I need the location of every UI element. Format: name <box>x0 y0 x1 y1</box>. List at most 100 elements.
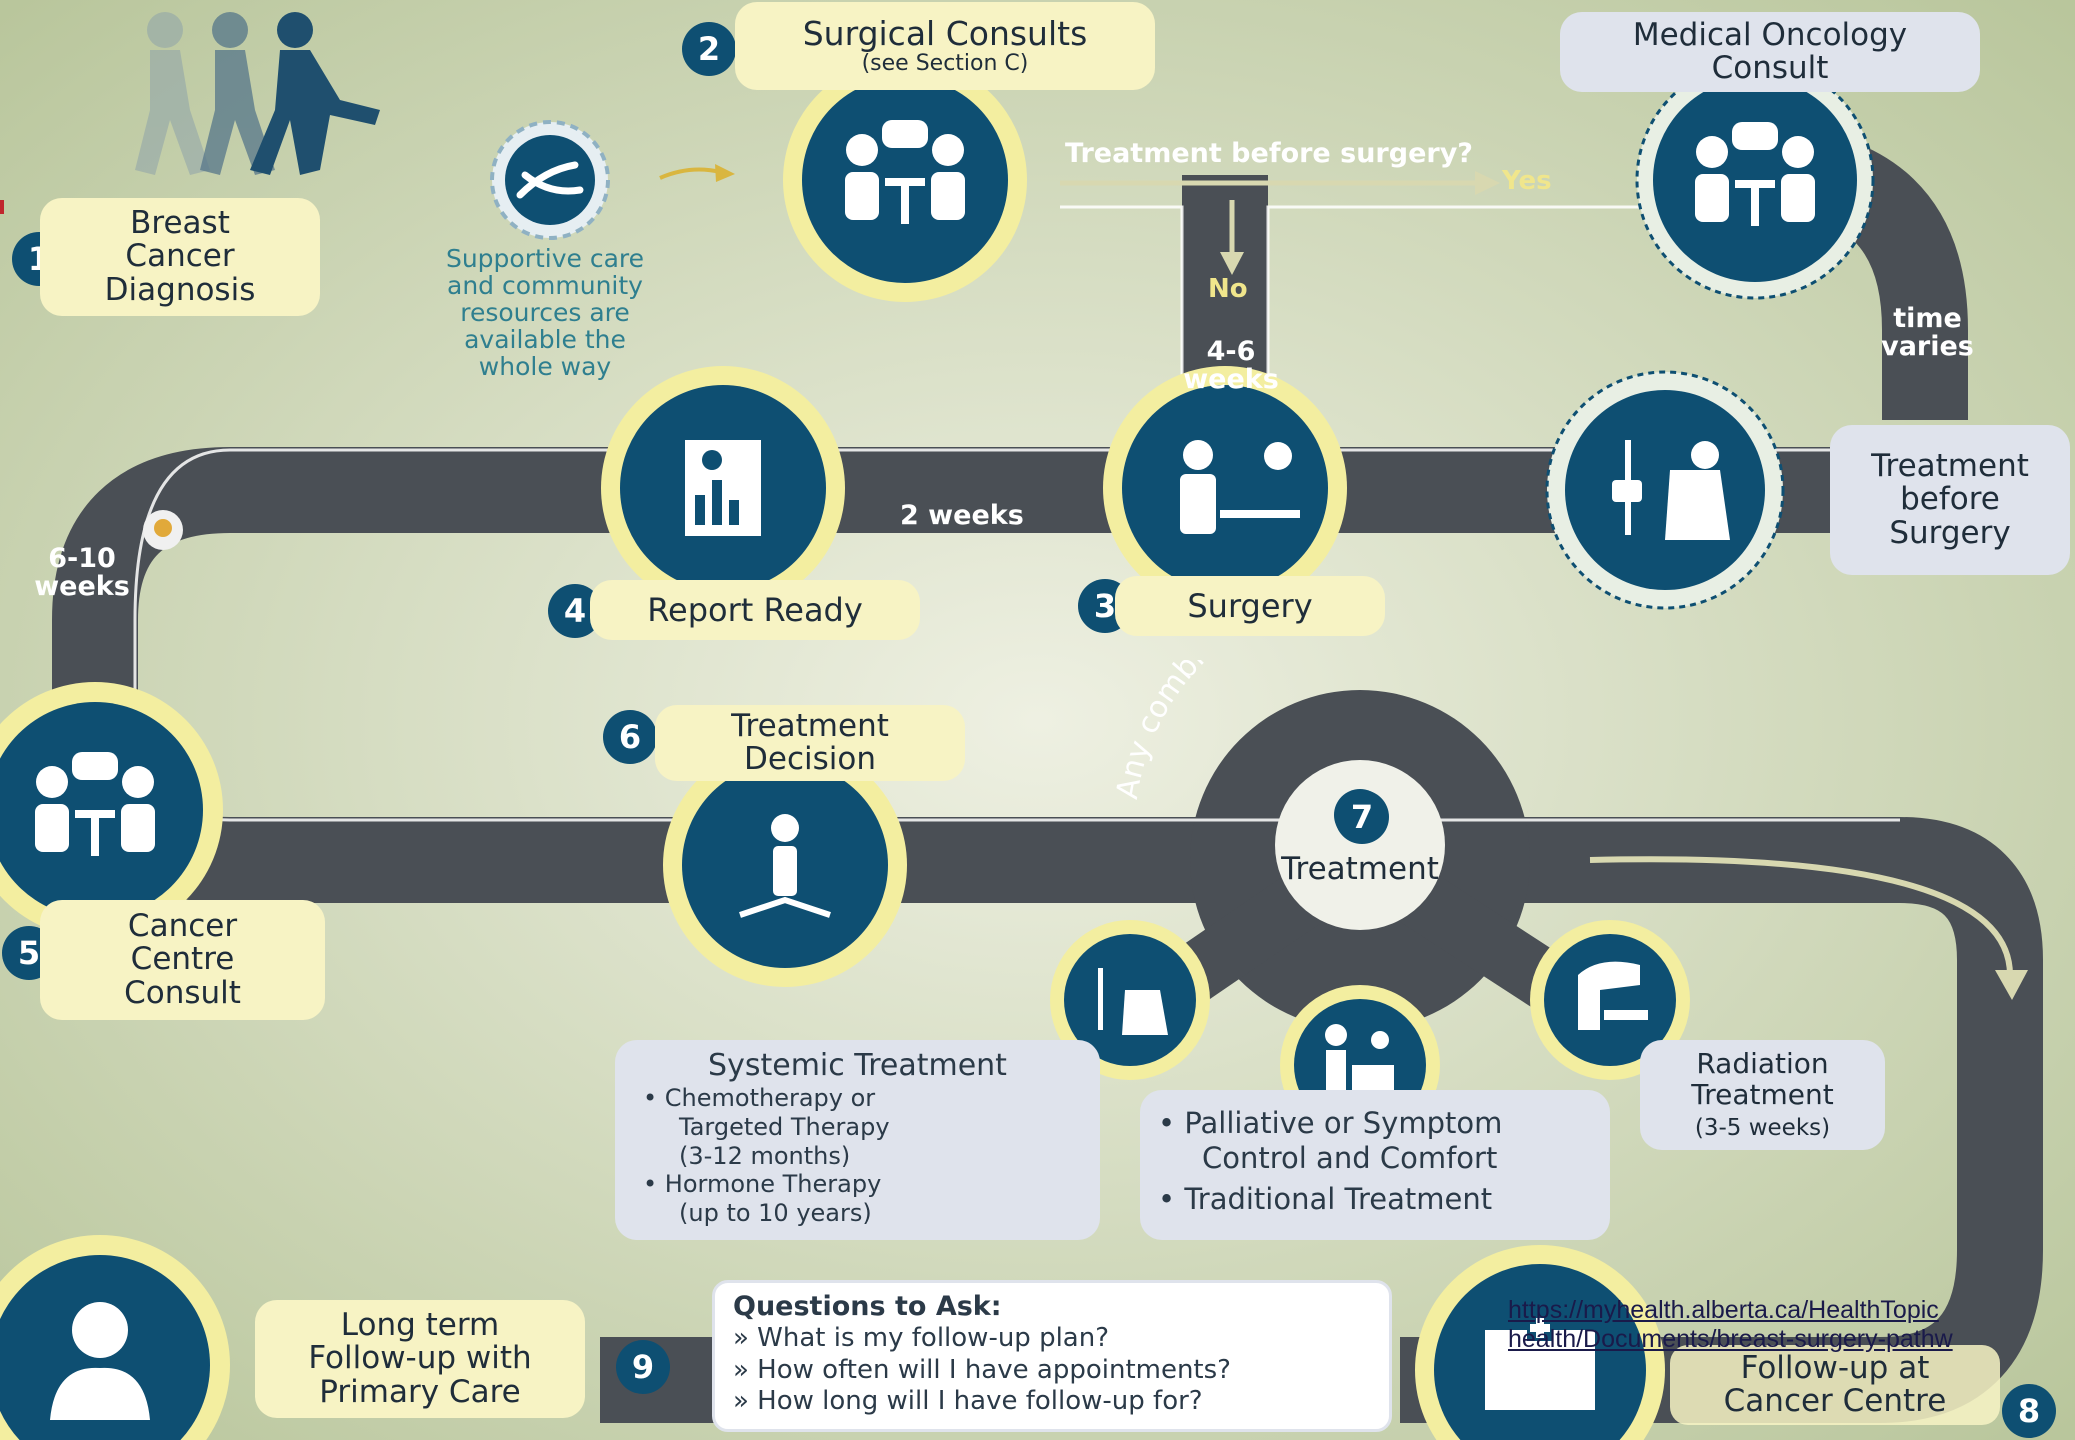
supportive-line2: and community <box>447 271 643 300</box>
yes-label: Yes <box>1502 166 1552 196</box>
question-label: Treatment before surgery? <box>1065 138 1473 169</box>
edge-mark <box>0 200 4 214</box>
w46-line2: weeks <box>1183 364 1279 396</box>
palliative-item2: • Traditional Treatment <box>1158 1181 1493 1216</box>
combination-text: Any combination is possible <box>1110 660 1455 802</box>
s6-line2: Decision <box>744 741 876 777</box>
primary-care-icon <box>0 1235 230 1440</box>
s8-line1: Follow-up at <box>1740 1349 1930 1386</box>
time-varies-label: time varies <box>1880 303 1975 363</box>
arrow-flow <box>1589 856 2013 976</box>
radiation-line1: Radiation <box>1696 1047 1829 1081</box>
s2-title: Surgical Consults <box>802 14 1088 54</box>
arrow-supportive <box>659 167 721 180</box>
walking-people-icon <box>135 12 380 175</box>
arrowhead-yes <box>1475 171 1500 195</box>
cancer-centre-consult-label: Cancer Centre Consult <box>40 900 325 1020</box>
step-8-badge: 8 <box>2002 1384 2056 1438</box>
systemic-item2b: (up to 10 years) <box>679 1199 872 1228</box>
s2-sub: (see Section C) <box>861 50 1029 76</box>
systemic-title: Systemic Treatment <box>708 1048 1007 1083</box>
chemo-chair-icon <box>1545 370 1785 610</box>
s3-text: Surgery <box>1187 586 1313 625</box>
med-line1: Medical Oncology <box>1632 16 1908 53</box>
s6-line1: Treatment <box>731 707 889 744</box>
radiation-label: Radiation Treatment (3-5 weeks) <box>1640 1040 1885 1150</box>
questions-box: Questions to Ask: » What is my follow-up… <box>712 1280 1392 1432</box>
s1-line2: Cancer <box>125 238 235 275</box>
combination-curve: Any combination is possible <box>1110 660 1455 802</box>
systemic-item1b: Targeted Therapy <box>679 1112 890 1141</box>
decision-icon <box>663 743 907 987</box>
questions-title: Questions to Ask: <box>733 1291 1002 1322</box>
question-1: » What is my follow-up plan? <box>733 1323 1110 1354</box>
tbs-line3: Surgery <box>1889 514 2011 551</box>
cancer-centre-icon <box>1415 1245 1665 1440</box>
two-weeks-label: 2 weeks <box>900 500 1024 531</box>
palliative-item1b: Control and Comfort <box>1202 1140 1498 1175</box>
palliative-item1a: • Palliative or Symptom <box>1158 1106 1503 1140</box>
time-line2: varies <box>1881 331 1974 363</box>
weeks-6-10-label: 6-10 weeks <box>22 543 142 603</box>
radiation-icon <box>1530 920 1690 1080</box>
surgical-consult-icon <box>783 58 1027 302</box>
s7-text: Treatment <box>1281 851 1439 888</box>
arrowhead-supportive <box>715 164 735 182</box>
systemic-item2a: • Hormone Therapy <box>643 1170 882 1199</box>
source-url[interactable]: https://myhealth.alberta.ca/HealthTopic … <box>1508 1296 2075 1354</box>
step-7-badge: 7 <box>1335 790 1389 844</box>
s5-line1: Cancer <box>127 907 238 944</box>
surgery-icon <box>1103 366 1347 610</box>
w610-line2: weeks <box>34 571 130 603</box>
lightbulb-icon <box>143 510 183 550</box>
s4-text: Report Ready <box>647 590 863 629</box>
med-line2: Consult <box>1711 50 1829 86</box>
systemic-item1a: • Chemotherapy or <box>643 1084 876 1112</box>
surgery-label: Surgery <box>1115 576 1385 636</box>
long-term-follow-up-label: Long term Follow-up with Primary Care <box>255 1300 585 1418</box>
s1-line1: Breast <box>130 204 230 241</box>
step-9-badge: 9 <box>616 1340 670 1394</box>
s8-line2: Cancer Centre <box>1723 1383 1947 1419</box>
surgical-consults-label: Surgical Consults (see Section C) <box>735 2 1155 90</box>
supportive-line5: whole way <box>478 352 612 381</box>
radiation-line2: Treatment <box>1691 1077 1834 1111</box>
tbs-line1: Treatment <box>1871 447 2029 484</box>
report-icon <box>601 366 845 610</box>
question-3: » How long will I have follow-up for? <box>733 1385 1203 1416</box>
weeks-4-6-label: 4-6 weeks <box>1176 337 1286 396</box>
tbs-line2: before <box>1900 481 2000 518</box>
question-2: » How often will I have appointments? <box>733 1354 1231 1385</box>
radiation-line3: (3-5 weeks) <box>1694 1114 1831 1141</box>
supportive-care-text: Supportive care and community resources … <box>385 245 705 380</box>
step-6-badge: 6 <box>603 710 657 764</box>
supportive-line3: resources are <box>460 298 630 327</box>
s9-line1: Long term <box>340 1306 500 1343</box>
s9-line3: Primary Care <box>319 1373 521 1410</box>
systemic-treatment-box: Systemic Treatment • Chemotherapy or Tar… <box>615 1040 1100 1240</box>
report-ready-label: Report Ready <box>590 580 920 640</box>
medical-oncology-label: Medical Oncology Consult <box>1560 12 1980 92</box>
s5-line3: Consult <box>124 974 241 1011</box>
step-2-badge: 2 <box>682 22 736 76</box>
source-url-line1[interactable]: https://myhealth.alberta.ca/HealthTopic <box>1508 1296 1939 1324</box>
arrowhead-flow <box>1995 970 2028 1000</box>
no-label: No <box>1208 274 1248 304</box>
systemic-item1c: (3-12 months) <box>679 1141 851 1170</box>
supportive-line1: Supportive care <box>445 244 645 273</box>
follow-up-cancer-centre-label: Follow-up at Cancer Centre <box>1670 1345 2000 1425</box>
s1-line3: Diagnosis <box>104 271 256 308</box>
combination-textpath: Any combination is possible <box>1110 660 1455 802</box>
s5-line2: Centre <box>130 941 235 978</box>
time-line1: time <box>1893 303 1962 334</box>
s9-line2: Follow-up with <box>308 1340 532 1377</box>
handshake-icon <box>490 120 610 240</box>
supportive-line4: available the <box>464 325 626 354</box>
breast-cancer-diagnosis-label: Breast Cancer Diagnosis <box>40 198 320 316</box>
w610-line1: 6-10 <box>48 543 116 574</box>
arrowhead-no <box>1220 252 1244 275</box>
treatment-hub-label: Treatment <box>1260 848 1460 892</box>
source-url-line2[interactable]: health/Documents/breast-surgery-pathw <box>1508 1324 1953 1353</box>
cancer-centre-consult-icon <box>0 682 223 938</box>
